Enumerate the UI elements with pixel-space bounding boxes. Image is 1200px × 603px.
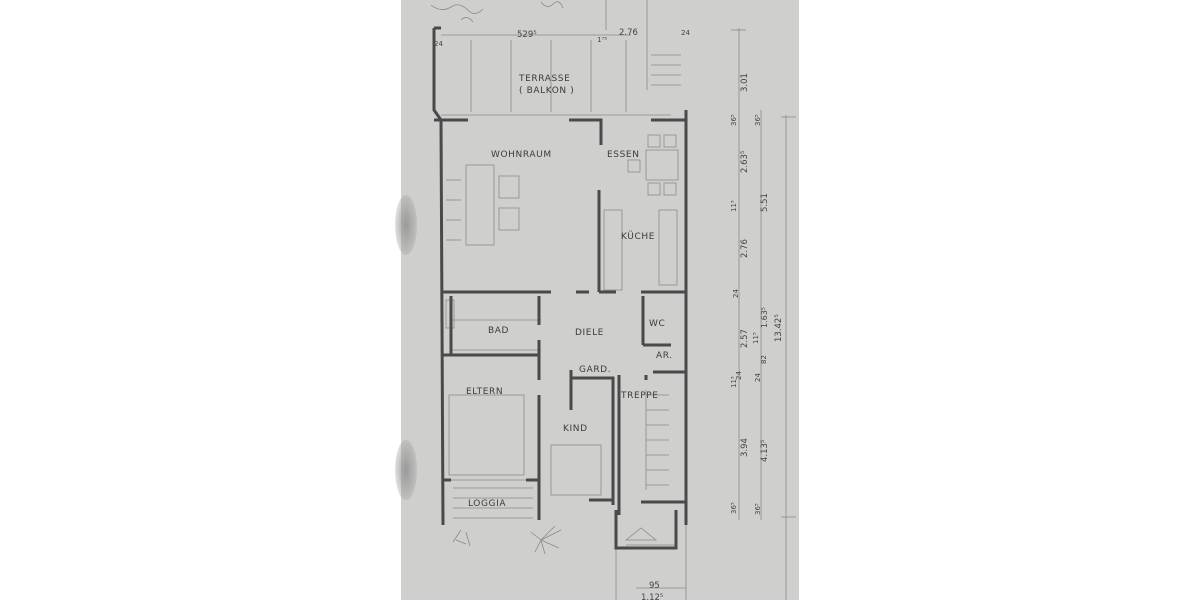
dim-11-5-a: 11⁵: [730, 200, 738, 212]
dim-2-57: 2.57: [740, 329, 750, 348]
dim-36-5-c: 36⁵: [754, 114, 762, 126]
dim-5-51: 5.51: [760, 193, 770, 212]
room-label-wohnraum: WOHNRAUM: [491, 150, 552, 160]
dim-82: 82: [760, 355, 768, 364]
dim-24-a: 24: [732, 289, 740, 298]
dim-3-94: 3.94: [740, 438, 750, 457]
dim-small-1: 1⁷⁵: [597, 36, 608, 44]
room-label-kind: KIND: [563, 424, 588, 434]
dim-3-01: 3.01: [740, 73, 750, 92]
floor-plan-drawing: [430, 0, 796, 600]
dim-4-13-5: 4.13⁵: [760, 439, 770, 462]
dim-corner-left: 24: [434, 40, 443, 48]
dim-11-5-c: 11⁵: [752, 332, 760, 344]
dim-level-mark: 2.76: [619, 28, 638, 38]
room-label-ar: AR.: [656, 351, 673, 361]
scan-smudge: [395, 195, 417, 255]
dim-95: 95: [649, 581, 660, 591]
room-label-gard: GARD.: [579, 365, 612, 375]
room-label-loggia: LOGGIA: [468, 499, 507, 509]
room-label-wc: WC: [649, 319, 666, 329]
dim-1-12-5: 1.12⁵: [641, 593, 664, 603]
dim-total-13-42-5: 13.42⁵: [774, 314, 784, 342]
dim-36-5-d: 36⁵: [754, 503, 762, 515]
room-label-diele: DIELE: [575, 328, 604, 338]
dim-terrasse-width: 529⁵: [517, 30, 537, 40]
room-label-eltern: ELTERN: [466, 387, 504, 397]
room-label-treppe: TREPPE: [621, 391, 659, 401]
scan-smudge: [395, 440, 417, 500]
dim-1-63-5: 1.63⁵: [760, 306, 769, 328]
dim-36-5-a: 36⁵: [730, 114, 738, 126]
room-label-terrasse: TERRASSE: [519, 74, 571, 84]
floor-plan-scan: TERRASSE ( BALKON ) WOHNRAUM ESSEN KÜCHE…: [395, 0, 799, 603]
dim-corner-right: 24: [681, 29, 690, 37]
dim-24-c: 24: [754, 373, 762, 382]
room-label-kueche: KÜCHE: [621, 232, 655, 242]
dim-2-63-5: 2.63⁵: [740, 150, 750, 173]
room-label-essen: ESSEN: [607, 150, 640, 160]
room-label-balkon: ( BALKON ): [519, 86, 575, 96]
room-label-bad: BAD: [488, 326, 510, 336]
dim-36-5-b: 36⁵: [730, 502, 738, 514]
dim-24-b: 24: [735, 371, 743, 380]
dim-2-76: 2.76: [740, 239, 750, 258]
